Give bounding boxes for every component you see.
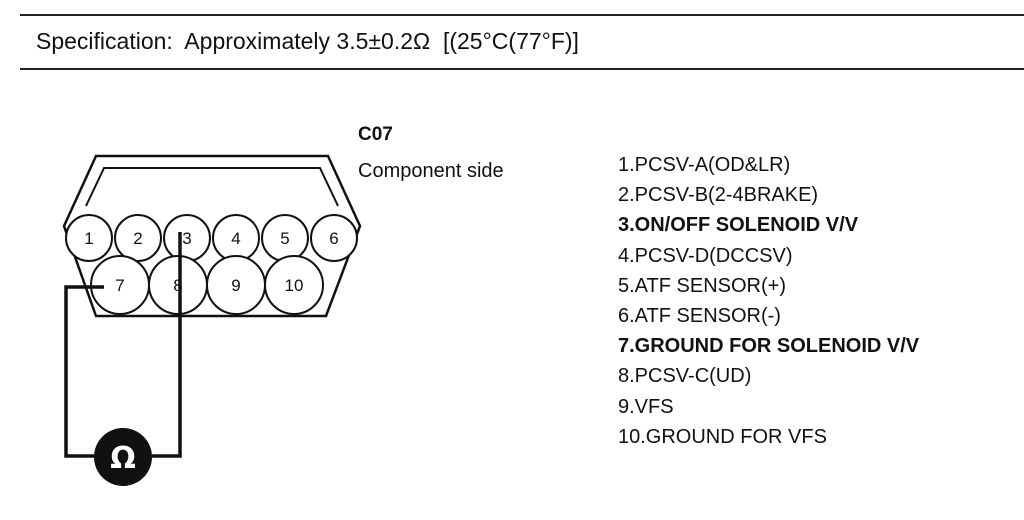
pin-number: 1 [84,229,93,248]
pin-function-item: 4.PCSV-D(DCCSV) [618,244,793,267]
pin-circle [65,214,113,262]
pin-number: 3 [182,229,191,248]
bottom-rule [20,68,1024,70]
ohm-symbol: Ω [110,441,136,476]
pin-number: 4 [231,229,240,248]
top-rule [20,14,1024,16]
top-pin-row: 1 2 3 4 5 6 [65,214,358,262]
pin-function-item: 9.VFS [618,395,674,418]
pin-number: 8 [173,276,182,295]
connector-shell-inner [85,167,339,207]
pin-circle [310,214,358,262]
connector-pin-4: 4 [212,214,260,262]
connector-side-label: Component side [358,160,504,182]
pin-function-item: 2.PCSV-B(2-4BRAKE) [618,184,819,207]
connector-pin-9: 9 [206,255,266,315]
test-lead-pin3 [152,232,182,458]
bottom-pin-row: 7 8 9 10 [90,255,324,315]
pin-number: 5 [280,229,289,248]
pin-function-item: 10.GROUND FOR VFS [618,425,827,448]
pin-circle [264,255,324,315]
pin-function-item: 1.PCSV-A(OD&LR) [618,154,791,176]
pin-number: 10 [285,276,304,295]
pin-function-item: 7.GROUND FOR SOLENOID V/V [618,335,920,358]
ohmmeter-icon: Ω [94,428,152,486]
pin-number: 6 [329,229,338,248]
pin-function-item: 6.ATF SENSOR(-) [618,304,781,327]
pin-function-item: 5.ATF SENSOR(+) [618,274,786,297]
connector-shell-outer [62,154,362,318]
pin-number: 2 [133,229,142,248]
connector-pin-2: 2 [114,214,162,262]
connector-pin-6: 6 [310,214,358,262]
pin-function-item: 3.ON/OFF SOLENOID V/V [618,214,859,237]
pin-function-item: 8.PCSV-C(UD) [618,365,752,388]
specification-text: Specification: Approximately 3.5±0.2Ω [(… [36,28,579,54]
connector-pin-7: 7 [90,255,150,315]
pin-function-list: 1.PCSV-A(OD&LR) 2.PCSV-B(2-4BRAKE) 3.ON/OF… [618,150,919,452]
connector-id: C07 [358,124,393,145]
test-lead-pin7 [64,285,104,458]
connector-pin-1: 1 [65,214,113,262]
pin-number: 7 [115,276,124,295]
connector-pin-10: 10 [264,255,324,315]
connector-pin-5: 5 [261,214,309,262]
pin-number: 9 [231,276,240,295]
connector-pin-3: 3 [163,214,211,262]
connector-pin-8: 8 [148,255,208,315]
